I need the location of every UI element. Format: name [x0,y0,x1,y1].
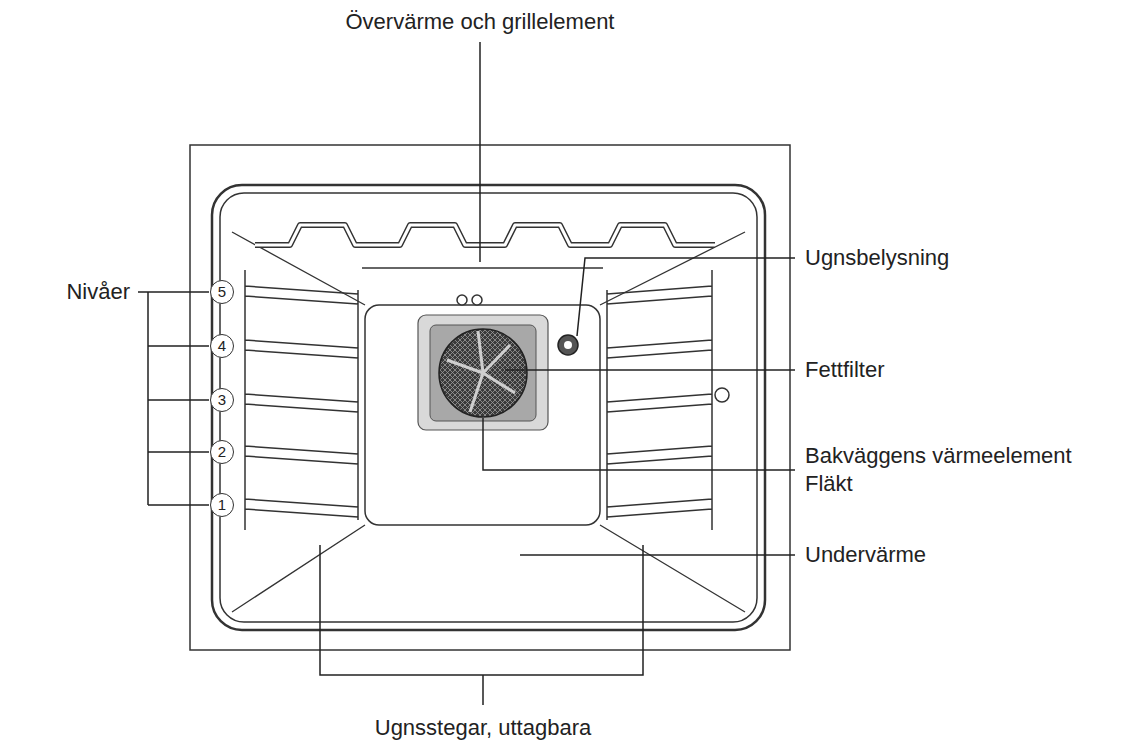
level-number: 1 [218,497,226,513]
level-number-circle: 3 [210,388,234,412]
shelf-rack-left [245,270,358,530]
cavity-outline [212,185,765,630]
level-number: 2 [218,444,226,460]
leader-line [505,369,795,371]
level-number: 4 [218,338,226,354]
part-label: Fettfilter [805,357,884,383]
part-label: Fläkt [805,471,853,497]
sensor-dot [472,295,482,305]
shelf-rack-right [607,270,712,530]
level-number-circle: 4 [210,334,234,358]
ceiling-edge [362,267,603,269]
part-label: Undervärme [805,542,926,568]
grill-element-highlight [255,225,715,245]
part-label: Ugnsstegar, uttagbara [375,715,591,741]
fan-recess [430,325,536,421]
leader-line [483,418,795,470]
part-label: Nivåer [66,279,130,305]
leader-line [577,258,795,336]
side-lamp [715,388,729,402]
oven-lamp [558,335,578,355]
part-label: Övervärme och grillelement [346,9,615,35]
level-number-circle: 2 [210,440,234,464]
fan-cover [418,315,548,430]
part-label: Ugnsbelysning [805,245,949,271]
level-bracket [138,292,209,505]
level-number-circle: 5 [210,280,234,304]
level-number-circle: 1 [210,493,234,517]
fan-blade [447,331,515,412]
leader-line [479,42,481,262]
part-label: Bakväggens värmeelement [805,443,1072,469]
rack-bracket [320,545,643,705]
oven-front-frame [190,145,790,650]
level-number: 3 [218,392,226,408]
level-number: 5 [218,284,226,300]
oven-lamp-glass [564,341,572,349]
sensor-dot [457,295,467,305]
grill-element [255,225,715,245]
leader-line [520,554,795,556]
grease-filter [439,329,527,417]
back-wall [365,305,600,525]
